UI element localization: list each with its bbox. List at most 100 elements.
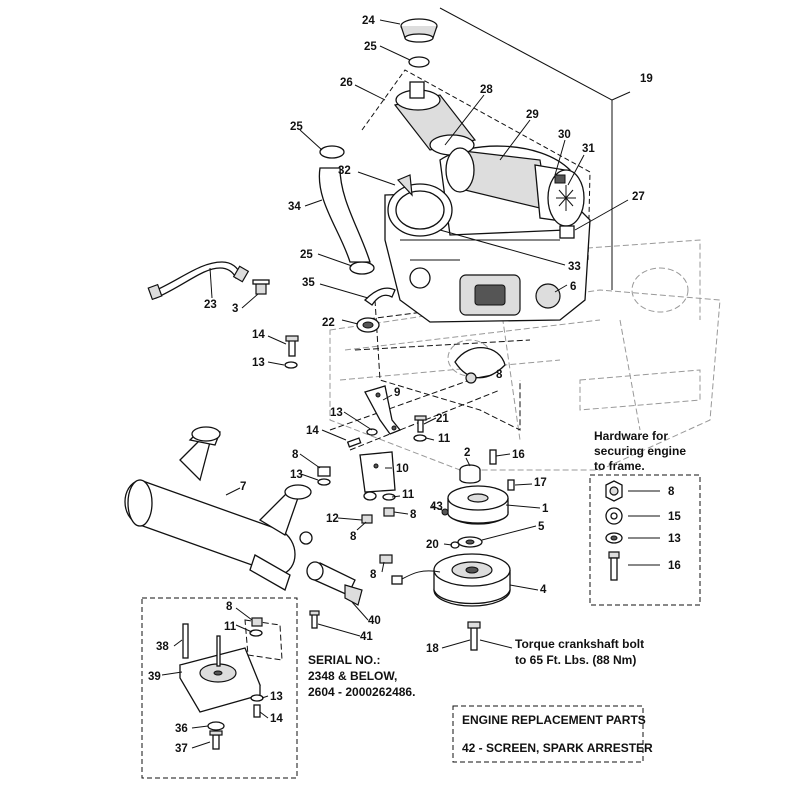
callout-11: 11 (224, 621, 237, 633)
fitting-3 (252, 279, 270, 295)
callout-35: 35 (302, 277, 315, 289)
washer-5 (457, 536, 483, 548)
muffler-bracket-9 (364, 385, 402, 435)
crankshaft-bolt (467, 621, 481, 651)
bolt-16 (489, 449, 497, 465)
serial-line-3: 2604 - 2000262486. (308, 685, 415, 699)
callout-labels: 24 25 19 26 28 29 30 31 25 32 27 34 25 3… (148, 15, 653, 755)
callout-11: 11 (402, 489, 415, 501)
bracket-10 (359, 451, 396, 493)
key-43 (441, 508, 449, 516)
engine-parts-box (452, 705, 644, 763)
callout-41: 41 (360, 631, 373, 643)
leader-lines (161, 19, 660, 749)
spacer-2 (459, 464, 481, 484)
callout-8: 8 (410, 509, 417, 521)
callout-32: 32 (338, 165, 351, 177)
screw-41 (309, 610, 320, 629)
callout-10: 10 (396, 463, 409, 475)
intake-hose (318, 167, 371, 263)
hose-clamps (319, 56, 430, 275)
fuel-line (147, 261, 250, 301)
inset-pulley-assembly (179, 617, 283, 750)
callout-4: 4 (540, 584, 547, 596)
callout-30: 30 (558, 129, 571, 141)
hardware-item-16: 16 (668, 560, 681, 572)
callout-9: 9 (394, 387, 400, 399)
callout-11: 11 (438, 433, 451, 445)
bolt-14-upper (284, 335, 299, 369)
air-cleaner-housing (445, 147, 585, 239)
callout-8: 8 (370, 569, 377, 581)
intake-adapter (387, 174, 453, 237)
callout-14: 14 (306, 425, 319, 437)
callout-13: 13 (290, 469, 303, 481)
torque-note: Torque crankshaft bolt to 65 Ft. Lbs. (8… (515, 637, 644, 667)
callout-7: 7 (240, 481, 246, 493)
callout-8: 8 (350, 531, 357, 543)
pin-17 (507, 479, 515, 491)
callout-16: 16 (512, 449, 525, 461)
engine-parts-title: ENGINE REPLACEMENT PARTS (462, 713, 646, 727)
callout-23: 23 (204, 299, 217, 311)
callout-25: 25 (364, 41, 377, 53)
nut-8-engine (454, 346, 506, 384)
callout-33: 33 (568, 261, 581, 273)
hardware-title-2: securing engine (594, 444, 686, 458)
hardware-item-13: 13 (668, 533, 681, 545)
hardware-icons (605, 480, 623, 581)
callout-13: 13 (330, 407, 343, 419)
hardware-item-8: 8 (668, 486, 675, 498)
callout-36: 36 (175, 723, 188, 735)
callout-8: 8 (292, 449, 299, 461)
callout-1: 1 (542, 503, 549, 515)
callout-2: 2 (464, 447, 470, 459)
mid-hardware (361, 491, 396, 564)
hardware-box-text: Hardware for securing engine to frame. 8… (594, 429, 686, 572)
callout-13: 13 (252, 357, 265, 369)
spark-arrester (306, 561, 363, 606)
serial-line-1: SERIAL NO.: (308, 653, 380, 667)
hardware-title-3: to frame. (594, 459, 645, 473)
callout-27: 27 (632, 191, 645, 203)
serial-line-2: 2348 & BELOW, (308, 669, 397, 683)
callout-24: 24 (362, 15, 375, 27)
grommet (356, 317, 380, 333)
callout-43: 43 (430, 501, 443, 513)
engine-outline (329, 299, 531, 451)
callout-14: 14 (270, 713, 283, 725)
callout-26: 26 (340, 77, 353, 89)
callout-8: 8 (496, 369, 503, 381)
muffler (124, 426, 312, 591)
engine-parts-text: ENGINE REPLACEMENT PARTS 42 - SCREEN, SP… (462, 713, 653, 755)
air-cleaner-cap (400, 18, 438, 43)
breather-hose (363, 287, 396, 306)
bracket-hardware (346, 415, 427, 448)
callout-17: 17 (534, 477, 547, 489)
callout-25: 25 (300, 249, 313, 261)
torque-line-1: Torque crankshaft bolt (515, 637, 644, 651)
callout-39: 39 (148, 671, 161, 683)
callout-31: 31 (582, 143, 595, 155)
callout-13: 13 (270, 691, 283, 703)
callout-28: 28 (480, 84, 493, 96)
serial-note: SERIAL NO.: 2348 & BELOW, 2604 - 2000262… (308, 653, 415, 699)
torque-line-2: to 65 Ft. Lbs. (88 Nm) (515, 653, 636, 667)
engine-parts-item: 42 - SCREEN, SPARK ARRESTER (462, 741, 653, 755)
callout-12: 12 (326, 513, 339, 525)
callout-29: 29 (526, 109, 539, 121)
callout-8: 8 (226, 601, 233, 613)
callout-22: 22 (322, 317, 335, 329)
washer-20 (450, 541, 460, 549)
callout-5: 5 (538, 521, 545, 533)
callout-21: 21 (436, 413, 449, 425)
callout-19: 19 (640, 73, 653, 85)
callout-6: 6 (570, 281, 576, 293)
pulley-1 (447, 485, 509, 525)
hardware-title-1: Hardware for (594, 429, 668, 443)
callout-18: 18 (426, 643, 439, 655)
electric-clutch (391, 553, 511, 607)
hardware-item-15: 15 (668, 511, 681, 523)
